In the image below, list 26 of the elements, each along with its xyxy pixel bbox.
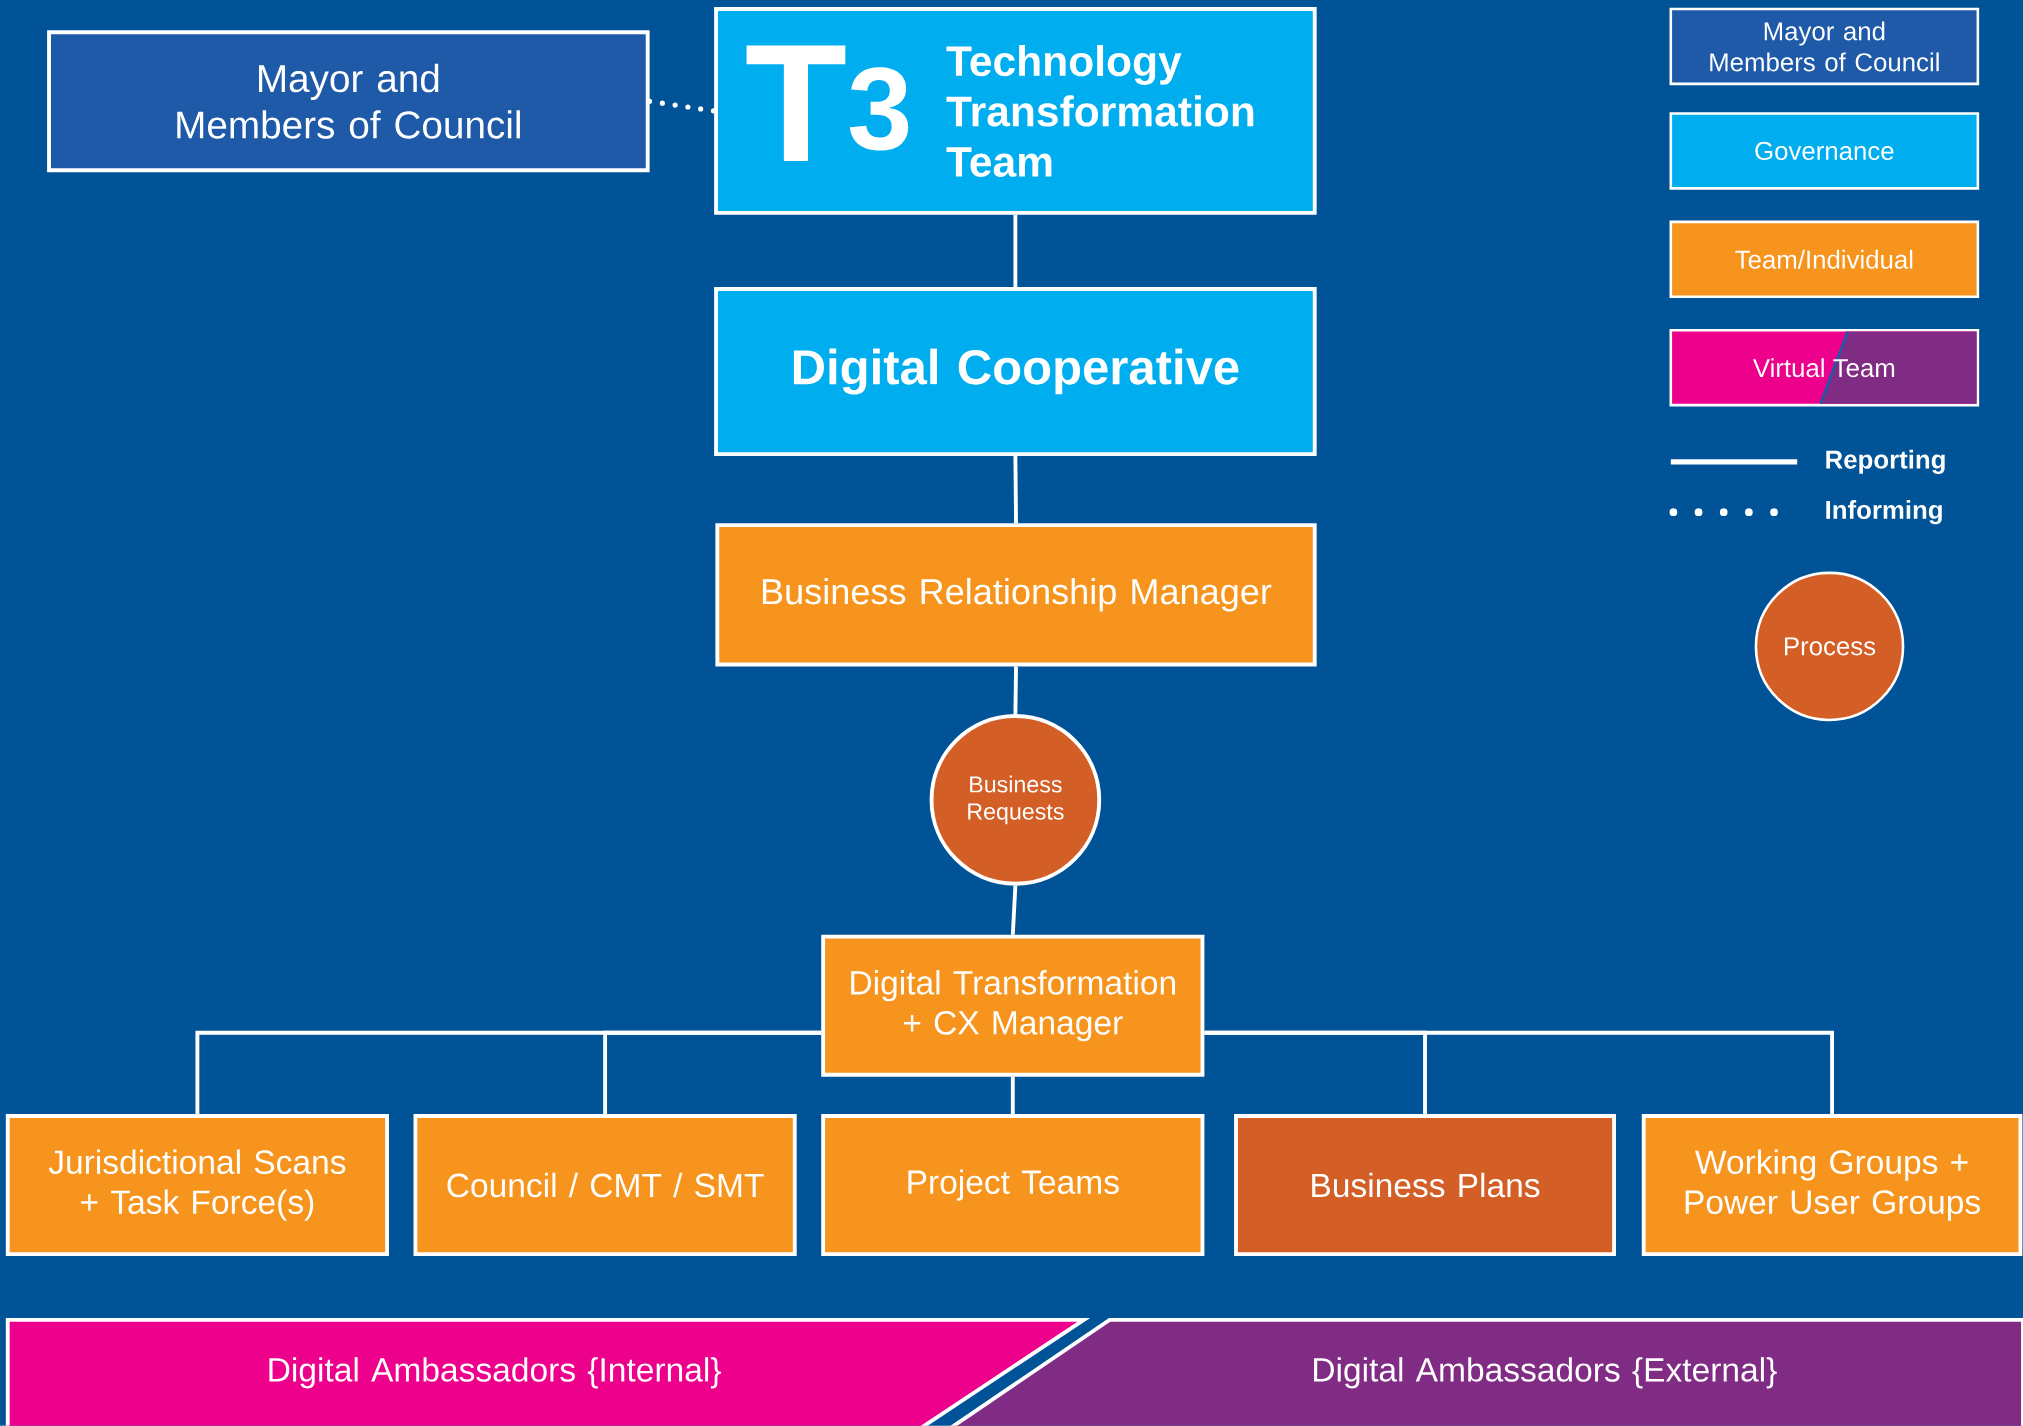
- org-box: Business Plans: [1234, 1114, 1616, 1257]
- org-box: Working Groups + Power User Groups: [1641, 1114, 2023, 1257]
- connector-line: [1204, 1031, 1834, 1115]
- legend-item: Reporting: [1670, 450, 1945, 475]
- connector-line: [1010, 885, 1018, 935]
- org-box: Mayor and Members of Council: [47, 30, 650, 173]
- connector-line: [1013, 666, 1018, 715]
- connector-line: [1013, 456, 1018, 524]
- org-box: Jurisdictional Scans + Task Force(s): [5, 1114, 389, 1257]
- legend-item: Team/Individual: [1669, 220, 1980, 299]
- org-box: Business Relationship Manager: [715, 523, 1317, 667]
- legend-item: Process: [1754, 571, 1905, 722]
- org-box: Digital Transformation + CX Manager: [821, 934, 1205, 1077]
- band: Digital Ambassadors {Internal}: [5, 1318, 1091, 1426]
- legend-item: Informing: [1669, 500, 1942, 525]
- title-box: T$^{3}$ Technology Transformation Team: [714, 7, 1317, 215]
- org-box: Project Teams: [821, 1114, 1205, 1257]
- connector-line: [1013, 215, 1018, 288]
- connector-line: [647, 98, 717, 114]
- org-box: Digital Cooperative: [714, 287, 1317, 457]
- org-box: Council / CMT / SMT: [413, 1114, 797, 1257]
- legend-item: Governance: [1669, 112, 1980, 190]
- legend-item: Virtual Team: [1669, 329, 1980, 407]
- connector-line: [1010, 1076, 1015, 1115]
- legend-item: Mayor and Members of Council: [1669, 7, 1980, 86]
- connector-line: [603, 1031, 822, 1115]
